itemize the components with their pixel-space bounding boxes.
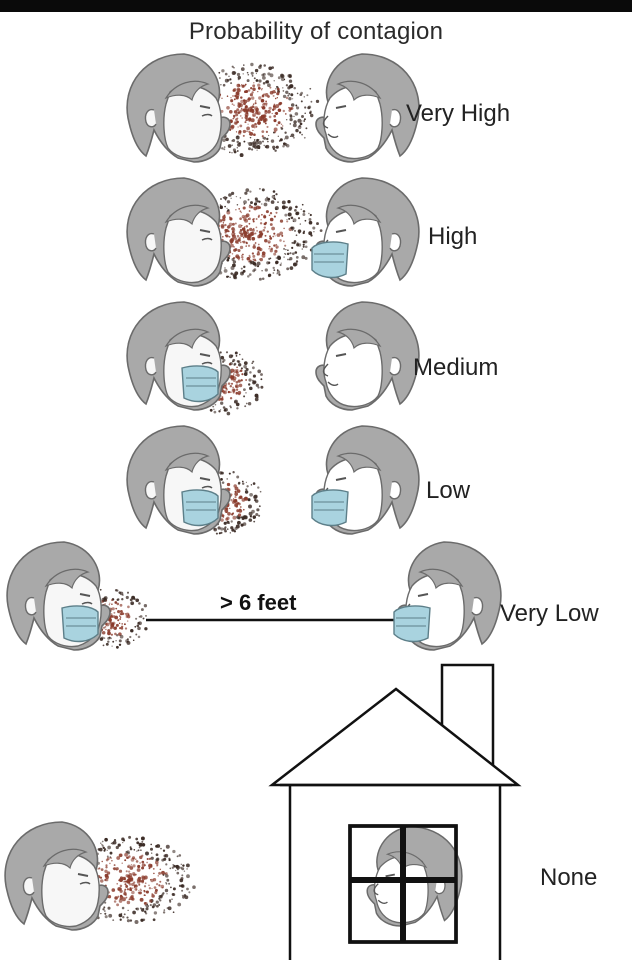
risk-label-low: Low: [426, 477, 471, 504]
risk-label-high: High: [428, 223, 478, 250]
source-mask-icon: [181, 489, 219, 527]
source-person-icon: [4, 821, 109, 931]
diagram-title: Probability of contagion: [188, 18, 444, 45]
source-person-icon: [126, 53, 231, 163]
source-mask-icon: [181, 365, 219, 403]
top-bar: [0, 0, 632, 12]
receiver-mask-icon: [311, 241, 349, 279]
receiver-person-icon: [315, 301, 420, 411]
house-icon: [268, 663, 522, 960]
window-icon: [348, 824, 463, 944]
distance-label: > 6 feet: [220, 590, 297, 615]
source-person-icon: [126, 177, 231, 287]
risk-label-none: None: [540, 864, 598, 891]
receiver-mask-icon: [311, 489, 349, 527]
source-mask-icon: [61, 605, 99, 643]
receiver-mask-icon: [393, 605, 431, 643]
risk-label-medium: Medium: [413, 354, 499, 381]
risk-label-very-low: Very Low: [500, 600, 599, 627]
risk-label-very-high: Very High: [406, 100, 511, 127]
receiver-person-icon: [315, 53, 420, 163]
